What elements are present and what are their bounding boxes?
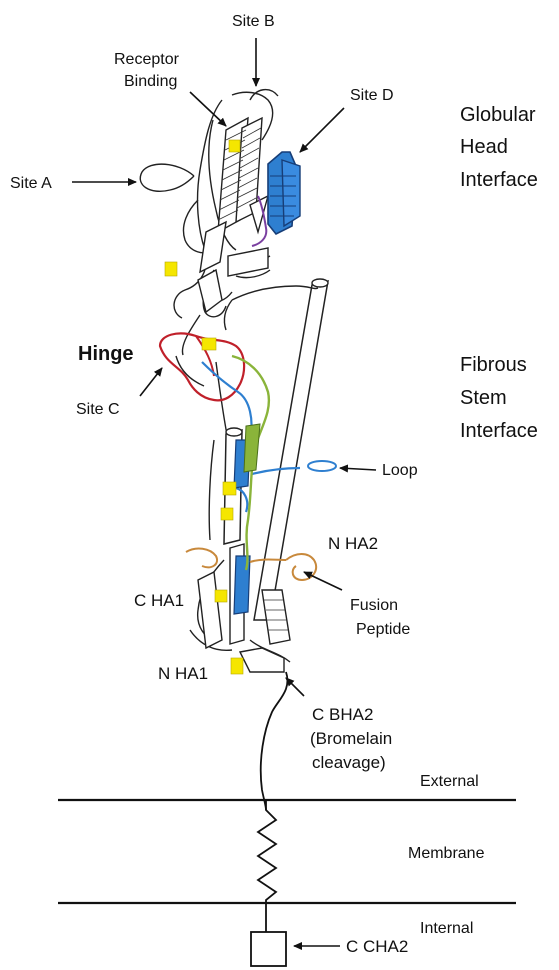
fusion-peptide-arrow [304,572,342,590]
label-c-bha2-3: cleavage) [312,753,386,772]
label-c-bha2-1: C BHA2 [312,705,373,724]
cytoplasmic-box [251,932,286,966]
label-fibrous-3: Interface [460,420,538,442]
label-internal: Internal [420,920,473,937]
label-loop: Loop [382,462,418,479]
labels: Site B Receptor Binding Site D Site A Gl… [10,13,538,956]
c-bha2-arrow [286,678,304,696]
loop-arrow [340,468,376,470]
label-globular-2: Head [460,136,508,158]
fusion-peptide [186,549,316,580]
label-membrane: Membrane [408,845,485,862]
label-fusion-2: Peptide [356,621,410,638]
receptor-binding-arrow [190,92,226,126]
site-c-arrow [140,368,162,396]
label-site-d: Site D [350,87,394,104]
label-n-ha1: N HA1 [158,664,208,683]
label-globular-1: Globular [460,104,536,126]
label-n-ha2: N HA2 [328,534,378,553]
label-fusion-1: Fusion [350,597,398,614]
label-hinge: Hinge [78,343,134,365]
label-globular-3: Interface [460,169,538,191]
label-site-b: Site B [232,13,275,30]
green-helix [244,424,260,472]
label-fibrous-1: Fibrous [460,354,527,376]
label-c-cha2: C CHA2 [346,937,408,956]
label-receptor-2: Binding [124,73,177,90]
label-site-a: Site A [10,175,52,192]
transmembrane-zigzag [258,800,276,932]
site-d-arrow [300,108,344,152]
label-c-bha2-2: (Bromelain [310,729,392,748]
label-fibrous-2: Stem [460,387,507,409]
label-c-ha1: C HA1 [134,591,184,610]
label-receptor-1: Receptor [114,51,180,68]
bha2-tail [261,672,288,810]
label-site-c: Site C [76,401,120,418]
label-external: External [420,773,479,790]
